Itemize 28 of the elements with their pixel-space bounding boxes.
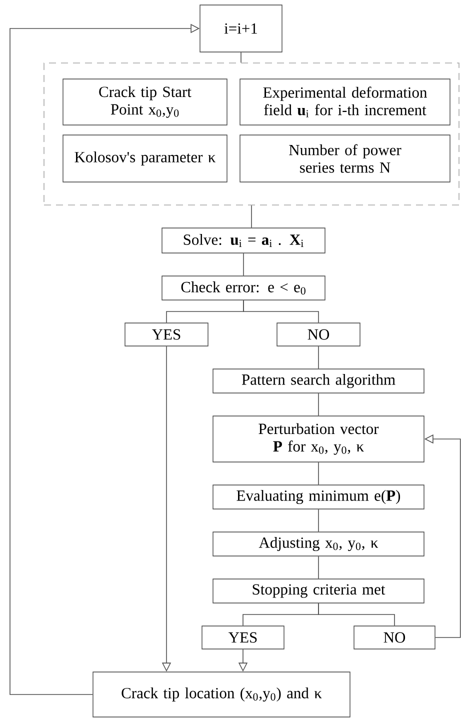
connector-line	[318, 462, 319, 486]
process-box: Adjusting x$_{0}$, y$_{0}$, κ	[212, 532, 424, 556]
process-box: Crack tip Start Point x$_{0}$,y$_{0}$	[62, 78, 228, 126]
process-box: NO	[354, 626, 436, 650]
process-box: NO	[276, 322, 360, 346]
connector-line	[318, 346, 319, 370]
connector-line	[251, 205, 252, 228]
connector-line	[318, 392, 319, 416]
process-box: YES	[202, 626, 284, 650]
connector-line	[240, 52, 242, 63]
process-box: Check error: e < e$_{0}$	[162, 276, 326, 300]
process-box: Experimental deformation field u$_{i}$ for i-th increment	[240, 78, 450, 126]
connector-line	[243, 300, 319, 324]
connector-line	[318, 508, 319, 532]
dashed-group-box	[44, 62, 460, 206]
process-box: Perturbation vector P for x$_{0}$, y$_{0}$, κ	[212, 416, 424, 462]
process-box: Solve: u$_{i}$ = a$_{i}$ . X$_{i}$	[162, 228, 326, 254]
process-box: YES	[124, 322, 208, 346]
process-box: Stopping criteria met	[212, 578, 424, 604]
process-box: Evaluating minimum e(P)	[212, 484, 424, 510]
connector-line	[243, 252, 244, 276]
process-box: Crack tip location (x$_{0}$,y$_{0}$) and κ	[92, 672, 350, 718]
process-box: Kolosov's parameter κ	[62, 134, 228, 182]
process-box: i=i+1	[200, 4, 282, 52]
connector-line	[318, 602, 395, 626]
connector-line	[318, 556, 319, 580]
process-box: Number of power series terms N	[240, 134, 450, 182]
process-box: Pattern search algorithm	[212, 368, 424, 394]
